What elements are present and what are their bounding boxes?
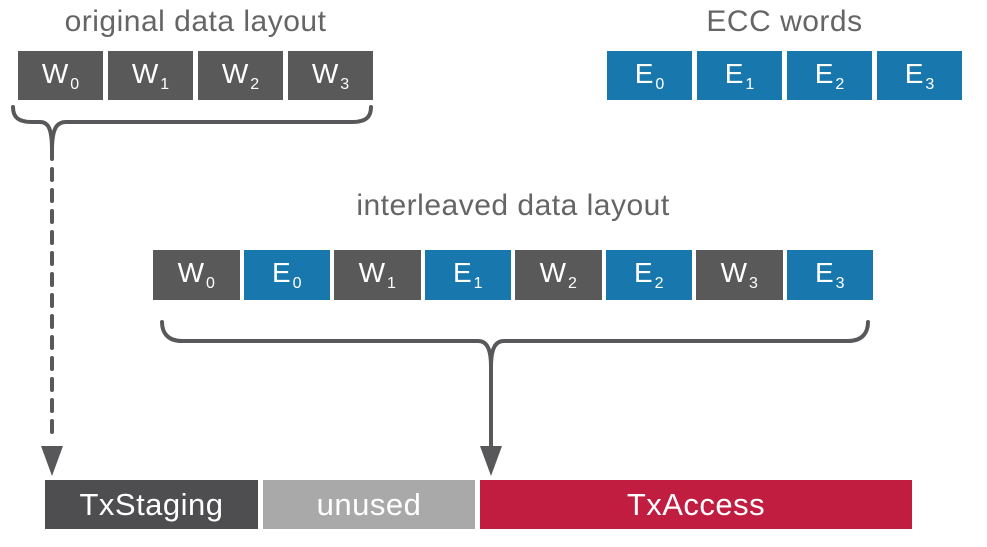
memory-bar: TxStaging unused TxAccess (45, 480, 912, 529)
subscript: 1 (160, 75, 170, 93)
subscript: 1 (473, 275, 483, 292)
cell-label: W (358, 257, 386, 288)
dashed-arrow-head-icon (41, 446, 63, 476)
cell-label: W (311, 57, 339, 89)
subscript: 0 (70, 75, 80, 93)
cell-label: E (724, 57, 744, 89)
subscript: 2 (654, 275, 664, 292)
cell-label: W (177, 257, 205, 288)
unused-region: unused (263, 480, 475, 529)
brace-original-icon (11, 105, 373, 151)
cell-label: E (814, 57, 834, 89)
subscript: 3 (835, 275, 845, 292)
subscript: 2 (568, 275, 577, 292)
interleaved-layout-title: interleaved data layout (356, 189, 670, 222)
cell-label: W (539, 257, 567, 288)
subscript: 1 (387, 275, 396, 292)
cell-label: W (131, 57, 159, 89)
cell-label: E (633, 257, 653, 288)
cell-label: W (720, 257, 748, 288)
tx-access-region: TxAccess (480, 480, 912, 529)
cell-label: E (271, 257, 291, 288)
subscript: 0 (655, 75, 665, 93)
original-layout-title: original data layout (64, 5, 327, 38)
cell-label: E (904, 57, 924, 89)
ecc-words-title: ECC words (706, 5, 863, 38)
subscript: 1 (745, 75, 755, 93)
subscript: 3 (340, 75, 350, 93)
cell-label: W (41, 57, 69, 89)
cell-label: E (814, 257, 834, 288)
subscript: 3 (925, 75, 935, 93)
subscript: 3 (749, 275, 758, 292)
subscript: 2 (250, 75, 260, 93)
tx-staging-region: TxStaging (45, 480, 258, 529)
brace-interleaved-icon (160, 320, 870, 368)
cell-label: W (221, 57, 249, 89)
solid-arrow-head-icon (480, 446, 502, 476)
subscript: 0 (206, 275, 215, 292)
cell-label: E (634, 57, 654, 89)
cell-label: E (452, 257, 472, 288)
subscript: 0 (292, 275, 302, 292)
subscript: 2 (835, 75, 845, 93)
